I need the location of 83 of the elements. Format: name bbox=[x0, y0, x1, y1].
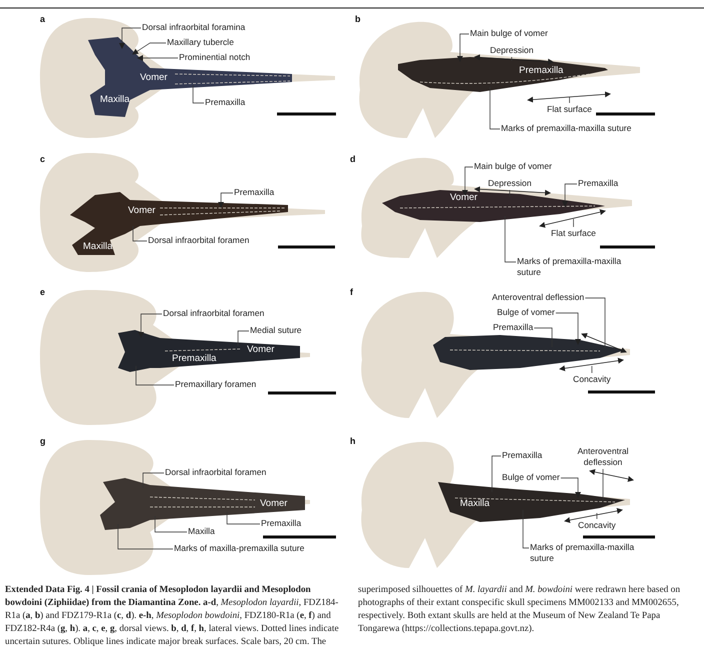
part-label: Premaxillary foramen bbox=[175, 379, 256, 390]
leader-line bbox=[218, 192, 234, 208]
part-label: Concavity bbox=[578, 520, 616, 531]
panel-letter: c bbox=[40, 154, 46, 165]
leader-line bbox=[132, 226, 148, 242]
part-label: Marks of maxilla-premaxilla suture bbox=[174, 543, 304, 554]
leader-line bbox=[154, 516, 188, 532]
leader-line bbox=[136, 366, 174, 386]
part-label: Premaxilla bbox=[205, 97, 246, 108]
bone-label: Maxilla bbox=[100, 94, 130, 105]
fossil-cranium-drawing bbox=[382, 190, 605, 222]
leader-line bbox=[596, 512, 598, 520]
leader-line bbox=[457, 34, 470, 62]
leader-line bbox=[504, 216, 516, 262]
leader-line bbox=[238, 330, 250, 346]
part-label: Main bulge of vomer bbox=[470, 28, 548, 39]
part-label: Premaxilla bbox=[261, 518, 302, 529]
part-label: Medial suture bbox=[250, 325, 302, 336]
bone-label: Premaxilla bbox=[172, 353, 216, 364]
panel-letter: d bbox=[350, 154, 356, 165]
leader-line bbox=[560, 478, 581, 498]
leader-line bbox=[132, 42, 166, 55]
part-label: Dorsal infraorbital foramen bbox=[163, 308, 264, 319]
bone-label: Vomer bbox=[140, 72, 168, 83]
leader-line bbox=[555, 312, 581, 345]
leader-line bbox=[118, 524, 174, 550]
leader-line bbox=[492, 456, 502, 492]
part-label: Flat surface bbox=[547, 104, 592, 115]
part-label: Prominential notch bbox=[179, 52, 250, 63]
leader-line bbox=[192, 84, 204, 104]
fossil-cranium-drawing bbox=[88, 37, 292, 117]
leader-line bbox=[119, 28, 142, 49]
leader-line bbox=[226, 512, 260, 524]
panel-letter: f bbox=[350, 287, 353, 298]
part-label: Anteroventral deflession bbox=[572, 446, 634, 468]
part-label: Marks of premaxilla-maxilla suture bbox=[517, 256, 635, 278]
part-label: Depression bbox=[488, 178, 532, 189]
leader-line bbox=[534, 328, 552, 348]
part-label: Maxillary tubercle bbox=[167, 37, 234, 48]
part-label: Flat surface bbox=[551, 228, 596, 239]
panel-letter: h bbox=[350, 436, 356, 447]
part-label: Anteroventral deflession bbox=[492, 292, 584, 303]
leader-line bbox=[138, 314, 162, 338]
leader-line bbox=[602, 468, 604, 500]
bone-label: Vomer bbox=[450, 192, 478, 203]
part-label: Depression bbox=[490, 45, 534, 56]
fossil-cranium-drawing bbox=[398, 57, 608, 92]
part-label: Bulge of vomer bbox=[502, 472, 560, 483]
part-label: Dorsal infraorbital foramen bbox=[165, 467, 266, 478]
part-label: Marks of premaxilla-maxilla suture bbox=[530, 542, 648, 564]
panel-letter: e bbox=[40, 287, 46, 298]
part-label: Premaxilla bbox=[502, 450, 542, 461]
part-label: Marks of premaxilla-maxilla suture bbox=[501, 123, 632, 134]
part-label: Dorsal infraorbital foramen bbox=[148, 235, 250, 246]
bone-label: Vomer bbox=[247, 344, 274, 355]
panel-letter: g bbox=[40, 436, 46, 447]
part-label: Concavity bbox=[573, 374, 611, 385]
part-label: Maxilla bbox=[188, 526, 215, 537]
bone-label: Maxilla bbox=[460, 498, 490, 509]
leader-line bbox=[137, 55, 178, 61]
part-label: Premaxilla bbox=[234, 187, 274, 198]
leader-line bbox=[584, 298, 606, 348]
panel-letter: a bbox=[40, 14, 46, 25]
part-label: Main bulge of vomer bbox=[474, 161, 552, 172]
part-label: Premaxilla bbox=[493, 322, 534, 333]
fossil-cranium-drawing bbox=[438, 482, 625, 522]
leader-line bbox=[522, 510, 530, 548]
figure-caption: Extended Data Fig. 4 | Fossil crania of Mesoplodon layardii and Mesoplodon bowdoini (Ziphiidae) from the Diamantina Zone. a-d, Mesoplodon layardii, FDZ184-R1a (a, b) and FDZ179-R1a (c, d). e-h, Mesoplodon bowdoini, FDZ180-R1a (e, f) and FDZ182-R4a (g, h). a, c, e, g, dorsal views. b, d, f, h, lateral views. Dotted lines indicate uncertain sutures. Oblique lines indicate major break surfaces. Scale bars, 20 cm. The superimposed silhouettes of M. layardii and M. bowdoini were redrawn here based on photographs of their extant conspecific skull specimens MM002133 and MM002655, respectively. Both extant skulls are held at the Museum of New Zealand Te Papa Tongarewa (https://collections.tepapa.govt.nz). bbox=[5, 584, 682, 649]
leader-line bbox=[562, 184, 578, 207]
bone-label: Maxilla bbox=[83, 241, 113, 252]
bone-label: Premaxilla bbox=[519, 65, 564, 76]
bone-label: Vomer bbox=[260, 498, 288, 509]
leader-line bbox=[462, 166, 474, 196]
leader-line bbox=[142, 472, 164, 488]
part-label: Bulge of vomer bbox=[497, 307, 555, 318]
leader-line bbox=[569, 96, 570, 104]
bone-label: Vomer bbox=[128, 205, 156, 216]
part-label: Dorsal infraorbital foramina bbox=[142, 22, 246, 33]
panel-letter: b bbox=[355, 14, 360, 25]
part-label: Premaxilla bbox=[578, 178, 618, 189]
leader-line bbox=[509, 190, 510, 198]
leader-line bbox=[490, 86, 500, 130]
leader-line bbox=[573, 218, 574, 228]
